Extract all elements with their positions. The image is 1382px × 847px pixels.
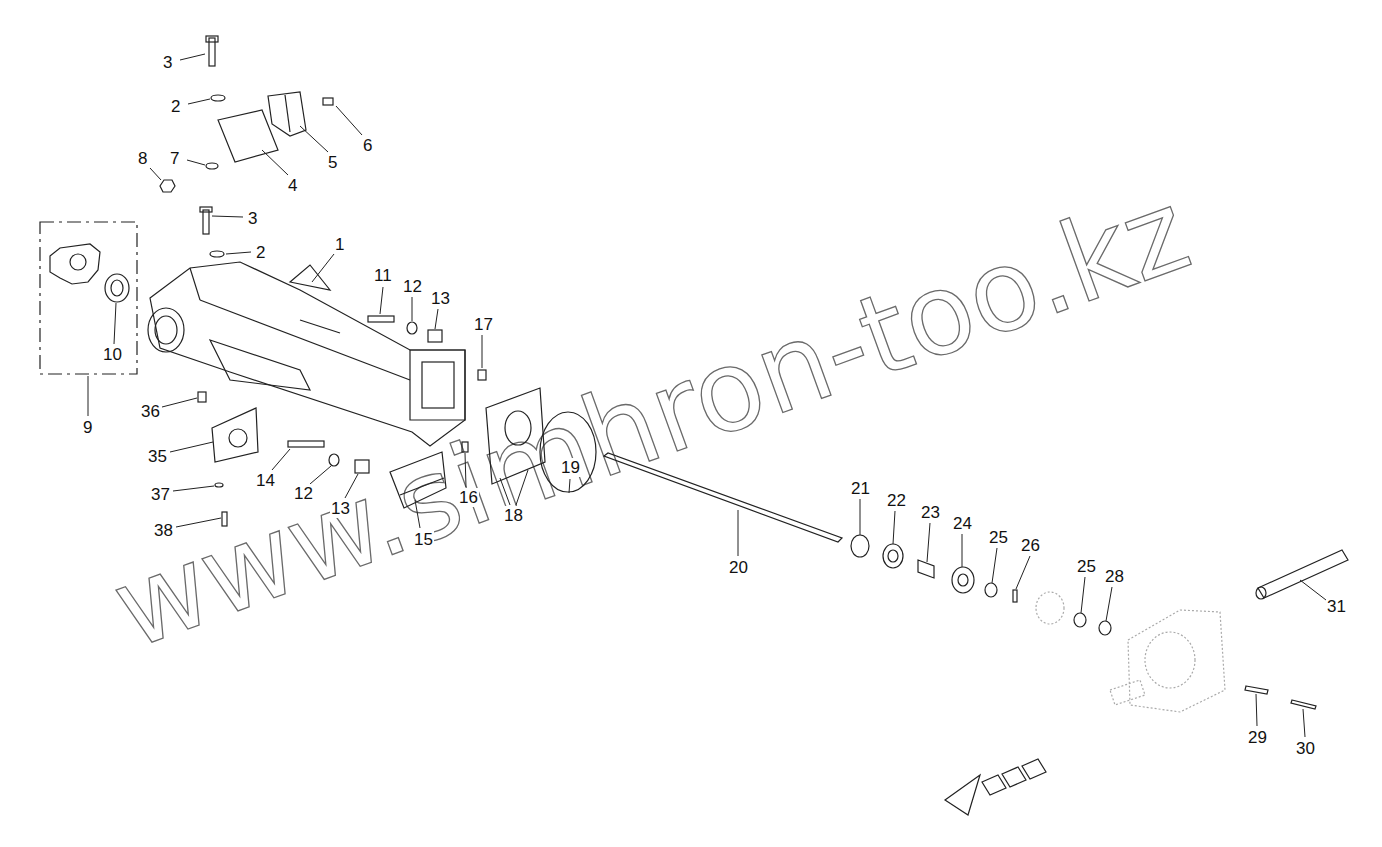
- callout-number: 23: [920, 503, 941, 522]
- callout-number: 17: [473, 315, 494, 334]
- callout-number: 29: [1247, 728, 1268, 747]
- callout-number: 12: [293, 484, 314, 503]
- frame: [150, 262, 465, 446]
- leader-lines: [88, 54, 1326, 737]
- callout-number: 28: [1104, 567, 1125, 586]
- callout-number: 12: [402, 277, 423, 296]
- callout-number: 3: [162, 53, 173, 72]
- callout-number: 16: [458, 488, 479, 507]
- callout-number: 5: [327, 153, 338, 172]
- callout-number: 13: [430, 289, 451, 308]
- callout-number: 9: [82, 418, 93, 437]
- callout-number: 25: [988, 528, 1009, 547]
- callout-number: 10: [102, 345, 123, 364]
- callout-number: 8: [137, 149, 148, 168]
- callout-number: 22: [886, 491, 907, 510]
- callout-number: 25: [1076, 557, 1097, 576]
- plate: [218, 110, 278, 162]
- callout-number: 15: [413, 530, 434, 549]
- callout-number: 7: [169, 149, 180, 168]
- callout-number: 1: [334, 235, 345, 254]
- callout-number: 19: [560, 458, 581, 477]
- callout-number: 2: [170, 97, 181, 116]
- callout-number: 18: [503, 506, 524, 525]
- callout-number: 31: [1326, 597, 1347, 616]
- callout-number: 36: [140, 402, 161, 421]
- callout-number: 3: [247, 209, 258, 228]
- callout-number: 38: [153, 521, 174, 540]
- callout-number: 13: [330, 499, 351, 518]
- callout-number: 35: [147, 447, 168, 466]
- callout-number: 20: [728, 558, 749, 577]
- callout-number: 26: [1020, 536, 1041, 555]
- callout-number: 24: [952, 514, 973, 533]
- callout-number: 21: [850, 479, 871, 498]
- callout-number: 37: [150, 485, 171, 504]
- callout-number: 2: [255, 243, 266, 262]
- callout-number: 6: [362, 136, 373, 155]
- callout-number: 11: [373, 266, 393, 285]
- callout-number: 4: [287, 176, 298, 195]
- callout-number: 14: [255, 471, 276, 490]
- callout-number: 30: [1295, 739, 1316, 758]
